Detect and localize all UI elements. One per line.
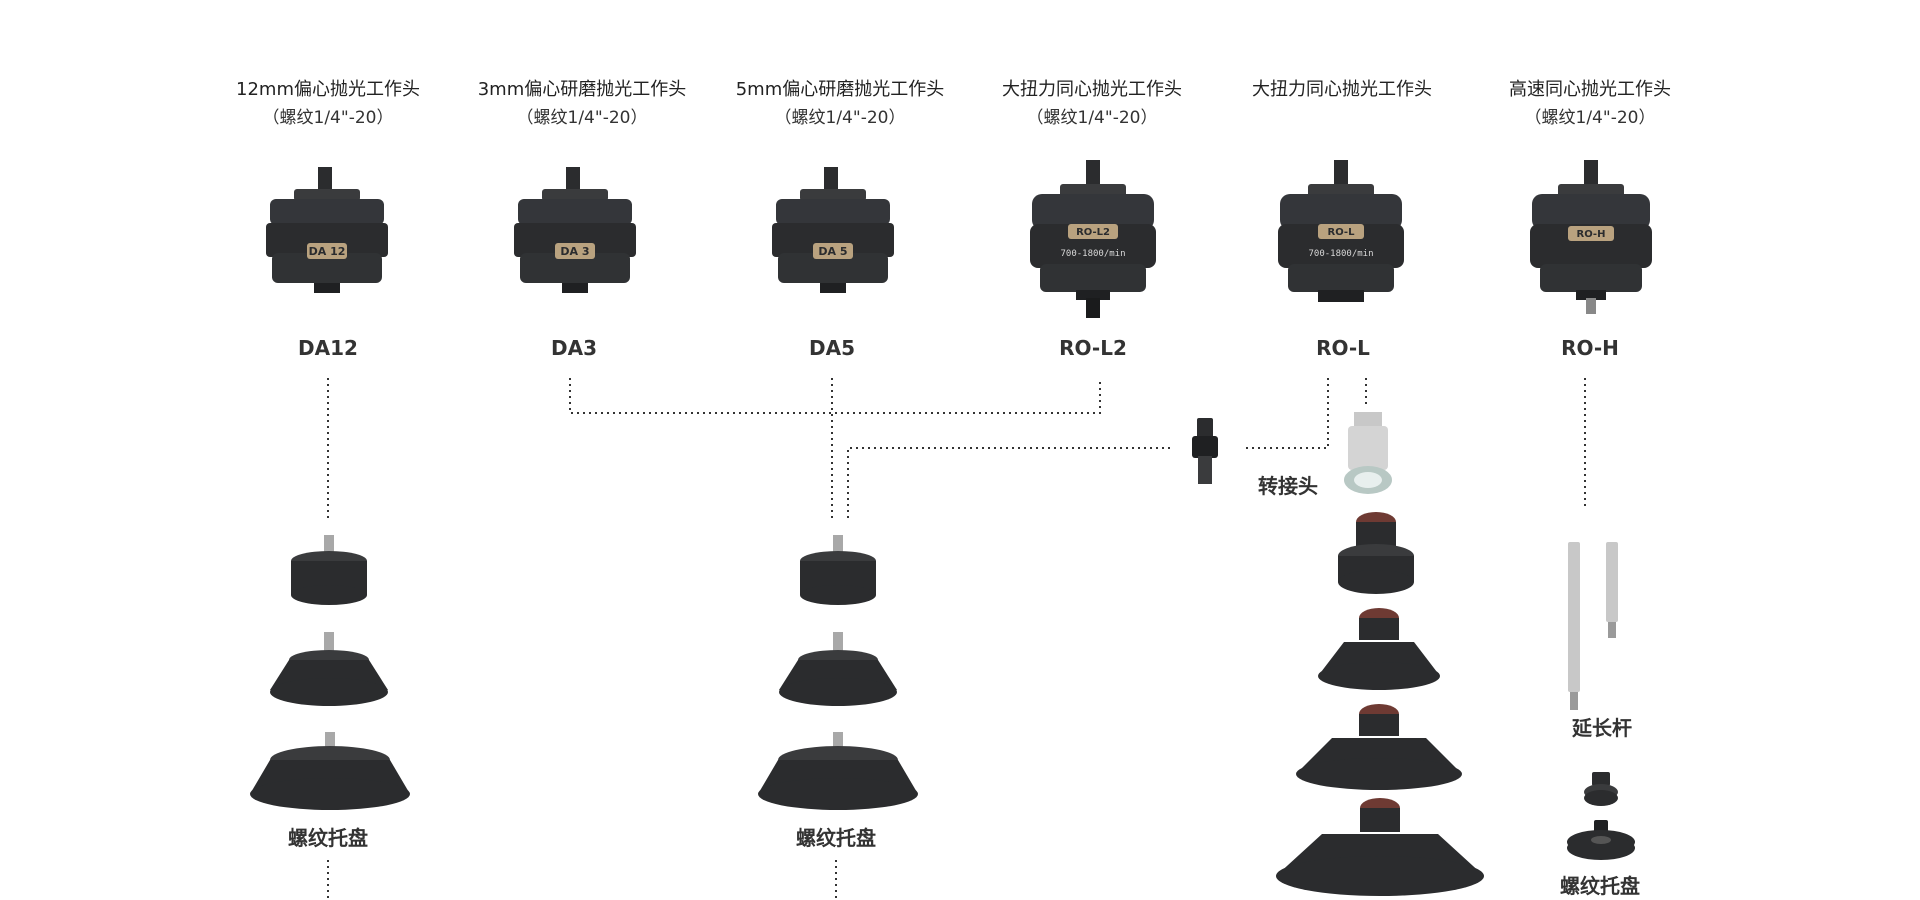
polishing-head-ro-l: RO-L 700-1800/min [1278,160,1404,302]
threaded-pad-small-left [291,535,367,605]
threaded-pad-label-right: 螺纹托盘 [1560,874,1640,898]
threaded-pad-large-left [250,732,410,810]
threaded-pad-label-mid: 螺纹托盘 [796,826,876,850]
head-badge-text: DA 5 [818,245,847,258]
head-title-text: 大扭力同心抛光工作头 [1002,79,1182,100]
head-thread-spec: （螺纹1/4"-20） [774,108,906,128]
threaded-pad-medium-left [270,632,388,706]
extension-rod-short [1606,542,1618,638]
head-badge-text: DA 3 [560,245,589,258]
connector-ro-l-adapter [1246,378,1329,449]
adapter-label: 转接头 [1258,474,1318,498]
polishing-head-da12: DA 12 [266,167,388,293]
head-badge-text: RO-H [1577,229,1606,240]
model-name-ro-l2: RO-L2 [1059,336,1127,360]
head-thread-spec: （螺纹1/4"-20） [1524,108,1656,128]
velcro-pad-medium [1318,608,1440,690]
head-speed-text: 700-1800/min [1308,249,1373,259]
model-name-ro-h: RO-H [1561,336,1619,360]
head-title-da3: 3mm偏心研磨抛光工作头 （螺纹1/4"-20） [452,76,712,132]
velcro-pad-large [1296,704,1462,790]
head-speed-text: 700-1800/min [1060,249,1125,259]
threaded-pad-medium-mid [779,632,897,706]
connector-da3-ro-l2 [569,378,1101,414]
head-title-text: 12mm偏心抛光工作头 [236,79,420,100]
velcro-pad-small [1338,512,1414,594]
threaded-pad-large-mid [758,732,918,810]
polishing-head-da5: DA 5 [772,167,894,293]
head-thread-spec: （螺纹1/4"-20） [516,108,648,128]
polishing-head-ro-h: RO-H [1530,160,1652,314]
threaded-pad-small-right [1567,820,1635,860]
head-thread-spec: （螺纹1/4"-20） [262,108,394,128]
model-name-ro-l: RO-L [1316,336,1370,360]
threaded-pad-tiny-right [1584,772,1618,806]
head-title-ro-l: 大扭力同心抛光工作头 [1212,76,1472,104]
head-title-text: 5mm偏心研磨抛光工作头 [735,79,945,100]
threaded-pad-label-left: 螺纹托盘 [288,826,368,850]
head-title-text: 3mm偏心研磨抛光工作头 [477,79,687,100]
head-badge-text: RO-L2 [1076,227,1110,238]
head-title-da5: 5mm偏心研磨抛光工作头 （螺纹1/4"-20） [710,76,970,132]
model-name-da12: DA12 [298,336,358,360]
head-title-ro-l2: 大扭力同心抛光工作头 （螺纹1/4"-20） [962,76,1222,132]
adapter-silver [1344,412,1392,494]
head-title-text: 高速同心抛光工作头 [1509,79,1671,100]
head-badge-text: RO-L [1328,227,1356,238]
adapter-black [1192,418,1218,484]
head-badge-text: DA 12 [309,245,346,258]
velcro-pad-xlarge [1276,798,1484,896]
head-thread-spec: （螺纹1/4"-20） [1026,108,1158,128]
head-title-ro-h: 高速同心抛光工作头 （螺纹1/4"-20） [1460,76,1720,132]
head-title-da12: 12mm偏心抛光工作头 （螺纹1/4"-20） [198,76,458,132]
polishing-head-ro-l2: RO-L2 700-1800/min [1030,160,1156,318]
threaded-pad-small-mid [800,535,876,605]
model-name-da3: DA3 [551,336,597,360]
extension-rod-long [1568,542,1580,710]
model-name-da5: DA5 [809,336,855,360]
polishing-head-da3: DA 3 [514,167,636,293]
extension-rod-label: 延长杆 [1572,716,1632,740]
head-title-text: 大扭力同心抛光工作头 [1252,79,1432,100]
connector-adapter [847,447,1170,518]
